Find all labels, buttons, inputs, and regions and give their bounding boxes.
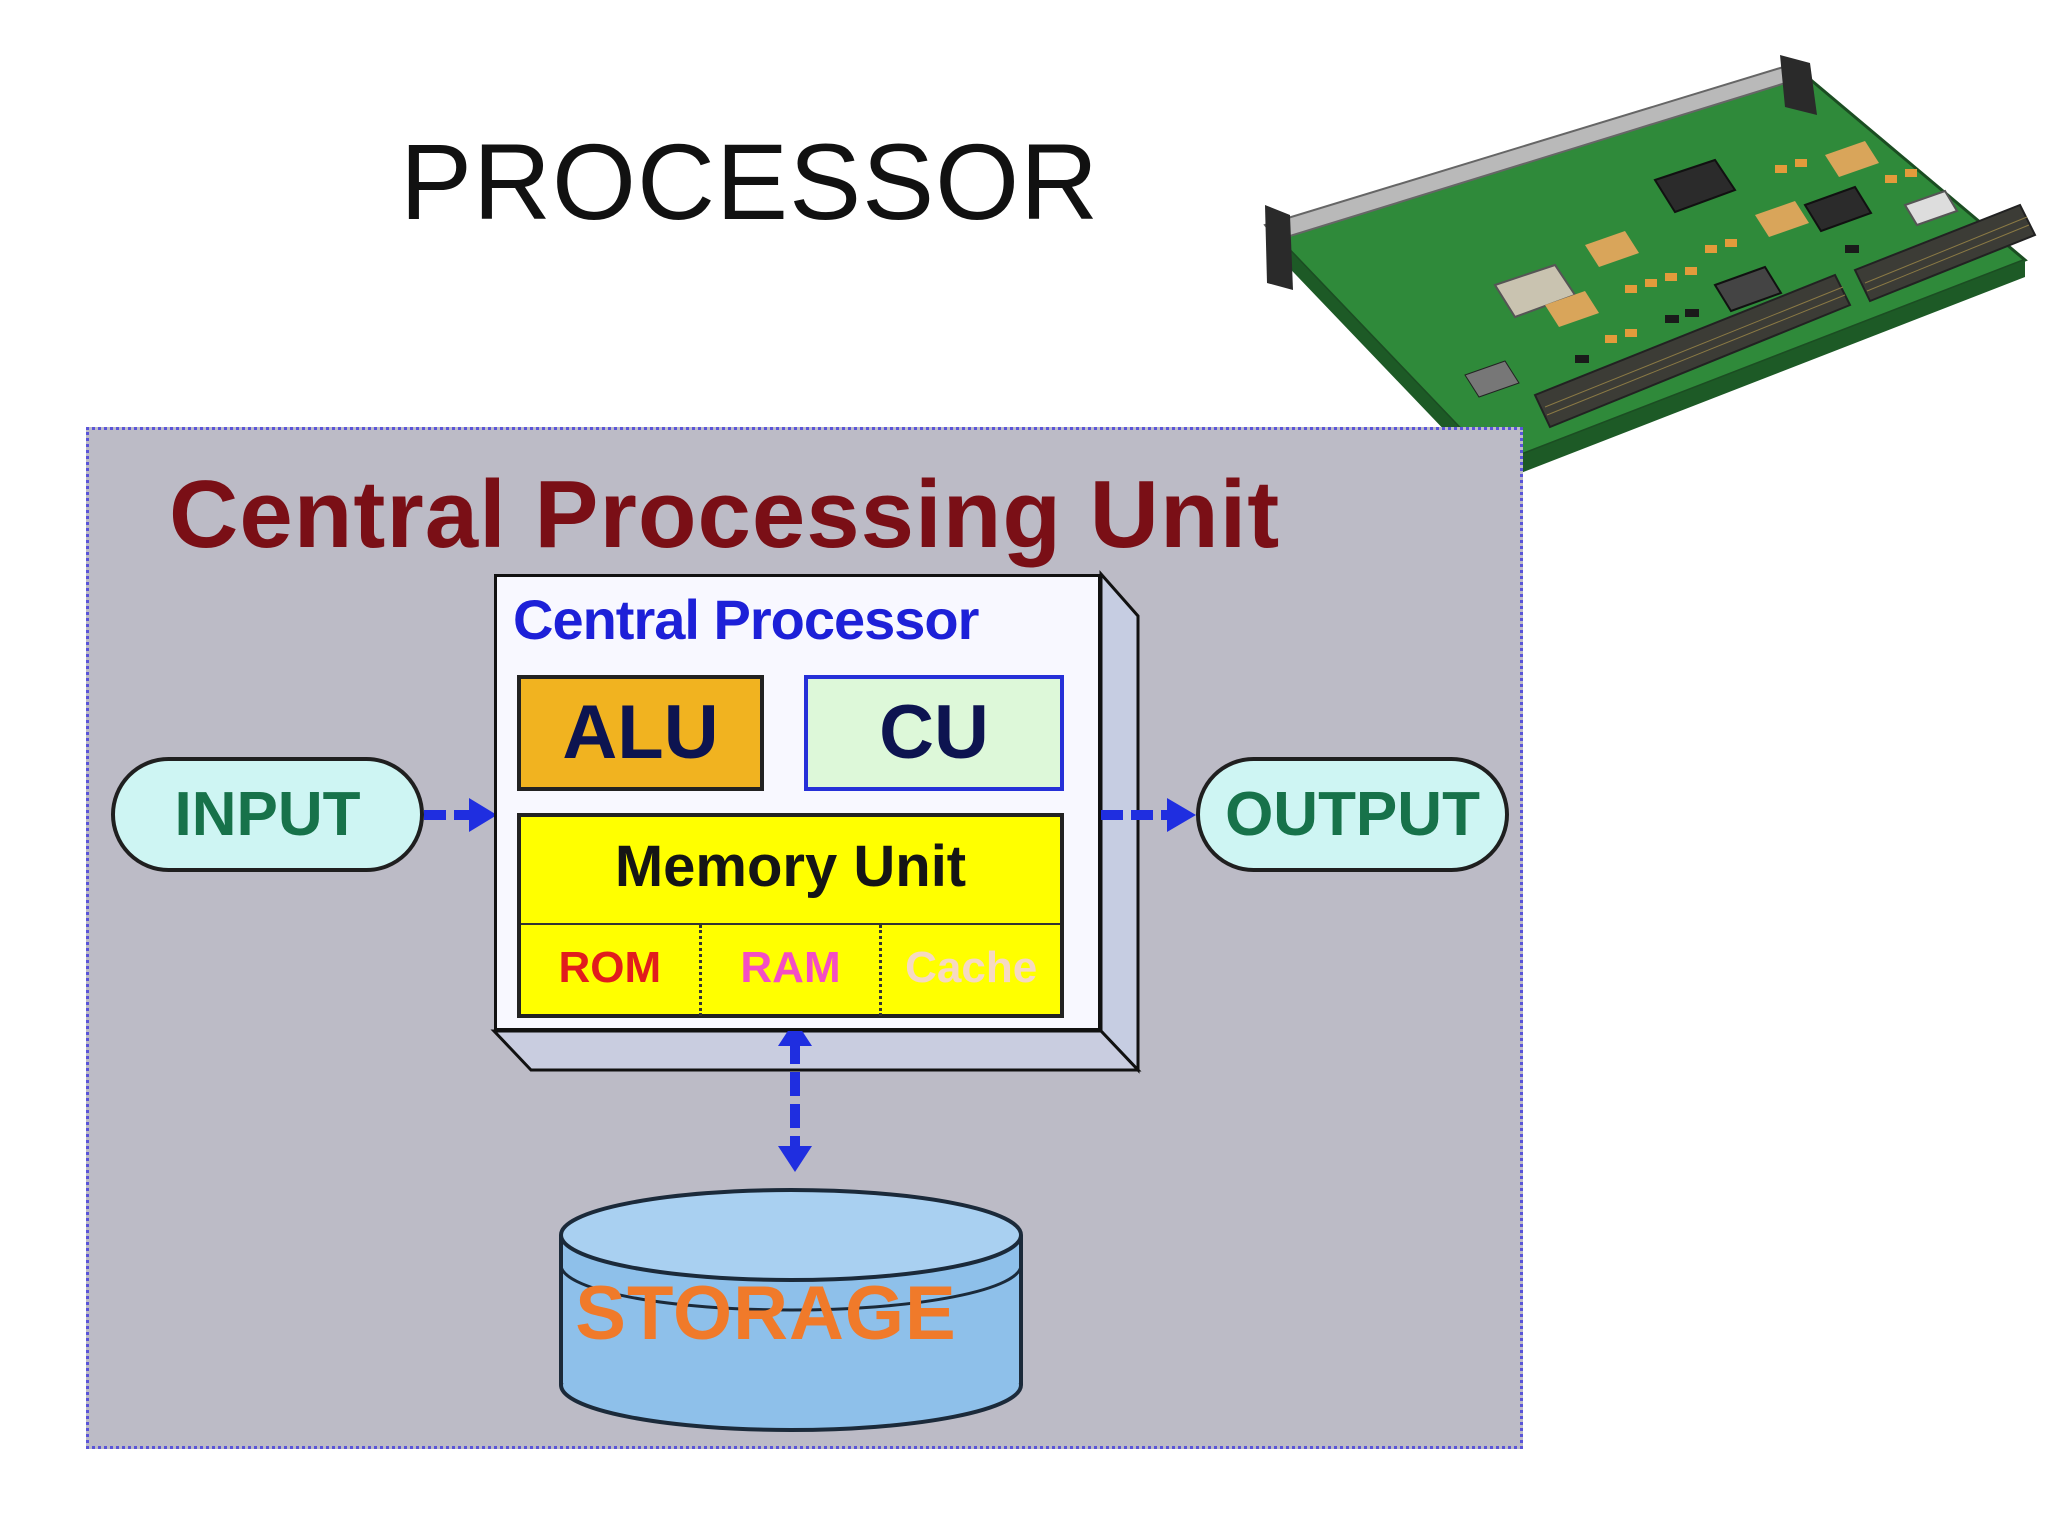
processor-board-image [1263, 55, 2037, 483]
output-arrow [1101, 798, 1196, 832]
input-node: INPUT [111, 757, 424, 872]
diagram-graphics [424, 570, 1196, 1432]
processor-box-side [1099, 570, 1140, 1074]
alu-box: ALU [517, 675, 764, 791]
memory-unit-box: Memory Unit ROM RAM Cache [517, 813, 1064, 1018]
central-processor-title: Central Processor [513, 588, 979, 651]
storage-arrow [778, 1020, 812, 1172]
storage-cylinder [559, 1188, 1023, 1432]
processor-box-bottom [490, 1029, 1142, 1072]
cache-cell: Cache [905, 943, 1038, 992]
rom-cell: ROM [521, 925, 702, 1016]
central-processor-box: Central Processor ALU CU Memory Unit ROM… [494, 574, 1101, 1031]
ram-cell: RAM [702, 925, 883, 1016]
input-arrow [424, 798, 497, 832]
output-node: OUTPUT [1196, 757, 1509, 872]
memory-types-row: ROM RAM Cache [521, 923, 1060, 1016]
cu-box: CU [804, 675, 1064, 791]
cpu-diagram: Central Processing Unit INPUT OUTPUT Cen… [86, 427, 1523, 1449]
memory-unit-title: Memory Unit [614, 834, 967, 899]
diagram-title: Central Processing Unit [169, 461, 1281, 568]
storage-label: STORAGE [575, 1271, 957, 1356]
slide-title: PROCESSOR [400, 121, 1100, 242]
